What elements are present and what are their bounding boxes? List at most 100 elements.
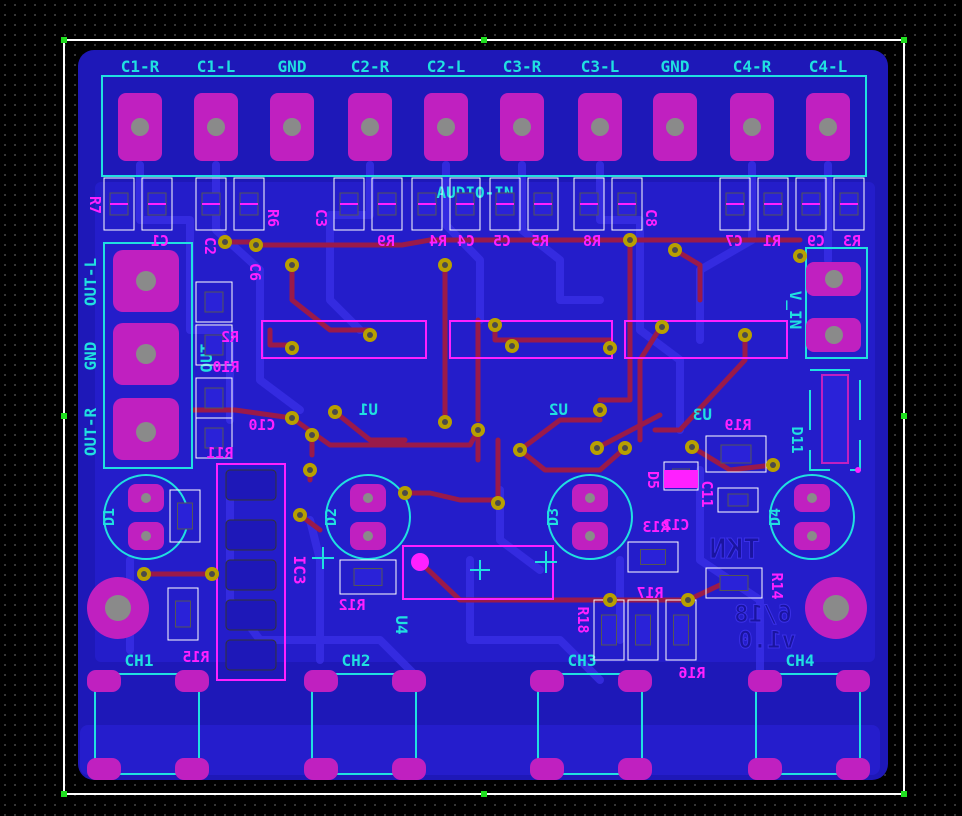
via-hole <box>594 445 600 451</box>
smd-part <box>169 489 201 543</box>
smd-body <box>204 334 224 356</box>
smd-part <box>627 599 659 661</box>
via-hole <box>222 239 228 245</box>
via-hole <box>607 597 613 603</box>
via-hole <box>309 432 315 438</box>
via-hole <box>742 332 748 338</box>
via-hole <box>685 597 691 603</box>
output-connector-outline <box>103 242 193 469</box>
channel-pad <box>304 758 338 780</box>
smd-part <box>489 177 521 231</box>
header-pin-label: C1-L <box>197 57 236 76</box>
output-connector-holes <box>136 271 156 442</box>
header-pad-hole <box>591 118 609 136</box>
component-label-r6: R6 <box>264 209 282 227</box>
via-hole <box>442 419 448 425</box>
misc-components <box>167 281 767 661</box>
smd-body <box>601 614 617 646</box>
smd-body <box>177 502 193 530</box>
smd-part <box>449 177 481 231</box>
output-connector-labels: OUT-L GND OUT-R OUT <box>81 258 216 456</box>
svg-text:U1: U1 <box>359 400 378 419</box>
out-r-label: OUT-R <box>81 408 100 457</box>
component-label-r9: R9 <box>377 232 395 250</box>
via-hole <box>297 512 303 518</box>
via-hole <box>797 253 803 259</box>
component-label-c9: C9 <box>807 232 825 250</box>
header-pin-label: C2-L <box>427 57 466 76</box>
smd-part <box>141 177 173 231</box>
header-pin-label: C2-R <box>351 57 390 76</box>
vin-label: V_IN <box>786 291 805 330</box>
smd-part <box>705 435 767 473</box>
smd-part <box>333 177 365 231</box>
component-label-c8: C8 <box>642 209 660 227</box>
led-label: D4 <box>766 508 784 526</box>
smd-component-row <box>103 177 865 231</box>
smd-body <box>204 387 224 409</box>
version-text: v1.0 <box>738 626 796 654</box>
ground-pour-main <box>95 182 875 662</box>
via-hole <box>770 462 776 468</box>
vin-connector-holes <box>825 270 843 344</box>
channel-pad <box>392 758 426 780</box>
chip-u1: U1 <box>261 320 427 419</box>
component-label-c10: C10 <box>248 416 275 434</box>
smd-part <box>705 567 763 599</box>
channel-pad <box>304 670 338 692</box>
channel-pad <box>530 758 564 780</box>
smd-part <box>833 177 865 231</box>
component-label-r2: R2 <box>221 328 239 346</box>
component-label-c2: C2 <box>201 237 219 255</box>
channel-pad <box>836 670 870 692</box>
channel-pad <box>748 758 782 780</box>
component-label-c4: C4 <box>457 232 475 250</box>
smd-part <box>167 587 199 641</box>
component-label-c5: C5 <box>493 232 511 250</box>
header-pin-label: C3-R <box>503 57 542 76</box>
led-hole <box>585 493 595 503</box>
component-label-d5: D5 <box>644 471 662 489</box>
ground-pour-bottom <box>80 725 880 775</box>
channel-pad <box>530 670 564 692</box>
d11-diode: D11 <box>788 369 861 473</box>
svg-text:U4: U4 <box>392 615 411 634</box>
smd-body <box>673 614 689 646</box>
smd-part <box>717 487 759 513</box>
header-pad-hole <box>513 118 531 136</box>
smd-body <box>719 575 749 591</box>
via-hole <box>627 237 633 243</box>
smd-body <box>204 427 224 449</box>
channel-pad <box>87 670 121 692</box>
channel-outline <box>94 673 200 775</box>
led-label: D3 <box>544 508 562 526</box>
smd-part <box>195 417 233 459</box>
via-hole <box>509 343 515 349</box>
header-pad-hole <box>283 118 301 136</box>
led-label: D2 <box>322 508 340 526</box>
header-pin-label: C3-L <box>581 57 620 76</box>
component-label-r13: R13 <box>642 518 669 536</box>
diode-d5-band <box>664 470 698 488</box>
component-label-r3: R3 <box>843 232 861 250</box>
component-label-r19: R19 <box>724 416 751 434</box>
component-label-r10: R10 <box>212 358 239 376</box>
via-hole <box>672 247 678 253</box>
channel-outline <box>755 673 861 775</box>
corner-markers <box>61 37 907 797</box>
via-hole <box>475 427 481 433</box>
header-pad-hole <box>361 118 379 136</box>
chip-u3: U3 <box>624 320 788 424</box>
channel-outline <box>537 673 643 775</box>
smd-body <box>204 291 224 313</box>
out-gnd-label: GND <box>81 342 100 371</box>
component-label-r14: R14 <box>768 572 786 599</box>
channel-pad <box>175 758 209 780</box>
channel-pad <box>392 670 426 692</box>
via-hole <box>307 467 313 473</box>
via-hole <box>495 500 501 506</box>
svg-text:U2: U2 <box>549 400 568 419</box>
